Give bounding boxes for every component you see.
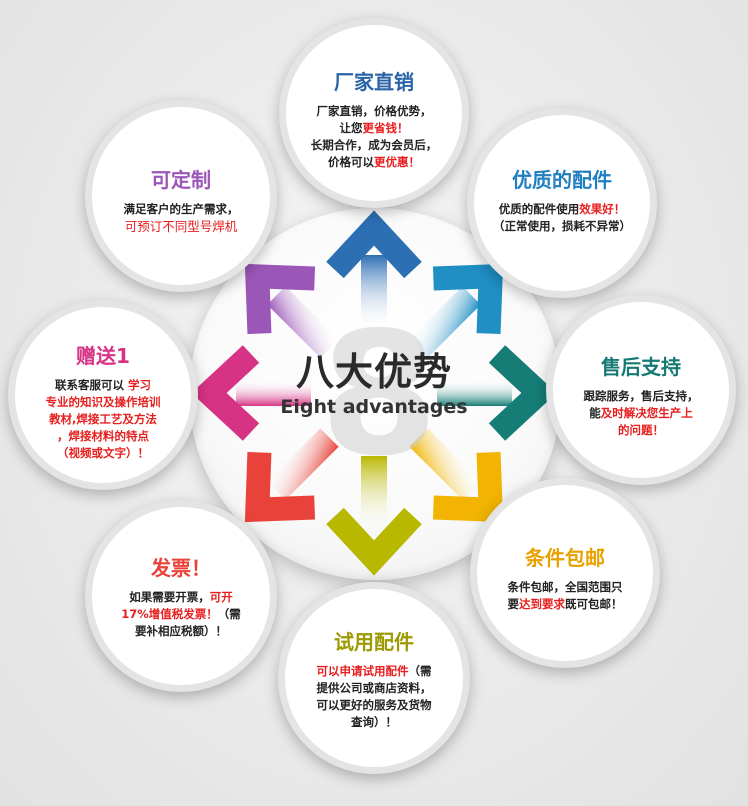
bubble-gift: 赠送1 联系客服可以 学习 专业的知识及操作培训 教材,焊接工艺及方法 ，焊接材…	[8, 300, 198, 490]
bubble-invoice: 发票！ 如果需要开票，可开 17%增值税发票！（需 要补相应税额）！	[85, 500, 277, 692]
bubble-body: 满足客户的生产需求， 可预订不同型号焊机	[123, 202, 239, 234]
center-subtitle: Eight advantages	[280, 396, 468, 418]
center-big-digit: 8	[320, 296, 439, 494]
bubble-body: 如果需要开票，可开 17%增值税发票！（需 要补相应税额）！	[121, 590, 241, 638]
center-title: 八大优势	[295, 350, 452, 394]
arrow-downleft-red	[244, 428, 339, 523]
arrow-right-teal	[437, 345, 557, 441]
arrow-downright-yellow	[409, 428, 504, 523]
bubble-title: 赠送1	[76, 344, 130, 368]
bubble-factory-direct: 厂家直销 厂家直销，价格优势， 让您更省钱！ 长期合作，成为会员后， 价格可以更…	[279, 18, 469, 208]
bubble-body: 跟踪服务，售后支持， 能及时解决您生产上 的问题！	[583, 389, 699, 437]
arrow-upright-cyan	[409, 263, 504, 358]
bubble-title: 优质的配件	[512, 168, 612, 192]
arrow-left-pink	[191, 345, 311, 441]
arrow-up-blue	[326, 210, 422, 330]
bubble-trial-parts: 试用配件 可以申请试用配件（需 提供公司或商店资料， 可以更好的服务及货物 查询…	[278, 582, 470, 774]
bubble-title: 售后支持	[601, 355, 681, 379]
bubble-body: 联系客服可以 学习 专业的知识及操作培训 教材,焊接工艺及方法 ，焊接材料的特点…	[45, 378, 161, 460]
arrow-upleft-purple	[244, 263, 339, 358]
bubble-body: 可以申请试用配件（需 提供公司或商店资料， 可以更好的服务及货物 查询）！	[316, 664, 432, 729]
bubble-title: 可定制	[151, 168, 211, 192]
bubble-customizable: 可定制 满足客户的生产需求， 可预订不同型号焊机	[85, 100, 277, 292]
bubble-body: 优质的配件使用效果好！ （正常使用，损耗不异常）	[493, 202, 631, 233]
bubble-body: 条件包邮，全国范围只 要达到要求既可包邮！	[507, 580, 623, 611]
bubble-title: 发票！	[151, 556, 211, 580]
bubble-title: 试用配件	[334, 630, 414, 654]
center-label: 八大优势 Eight advantages	[274, 350, 474, 418]
bubble-title: 厂家直销	[334, 70, 414, 94]
bubble-quality-parts: 优质的配件 优质的配件使用效果好！ （正常使用，损耗不异常）	[467, 108, 657, 298]
arrow-down-olive	[326, 456, 422, 576]
bubble-title: 条件包邮	[525, 546, 605, 570]
bubble-after-sales: 售后支持 跟踪服务，售后支持， 能及时解决您生产上 的问题！	[546, 295, 736, 485]
bubble-body: 厂家直销，价格优势， 让您更省钱！ 长期合作，成为会员后， 价格可以更优惠！	[310, 104, 438, 169]
bubble-free-shipping: 条件包邮 条件包邮，全国范围只 要达到要求既可包邮！	[470, 478, 660, 668]
